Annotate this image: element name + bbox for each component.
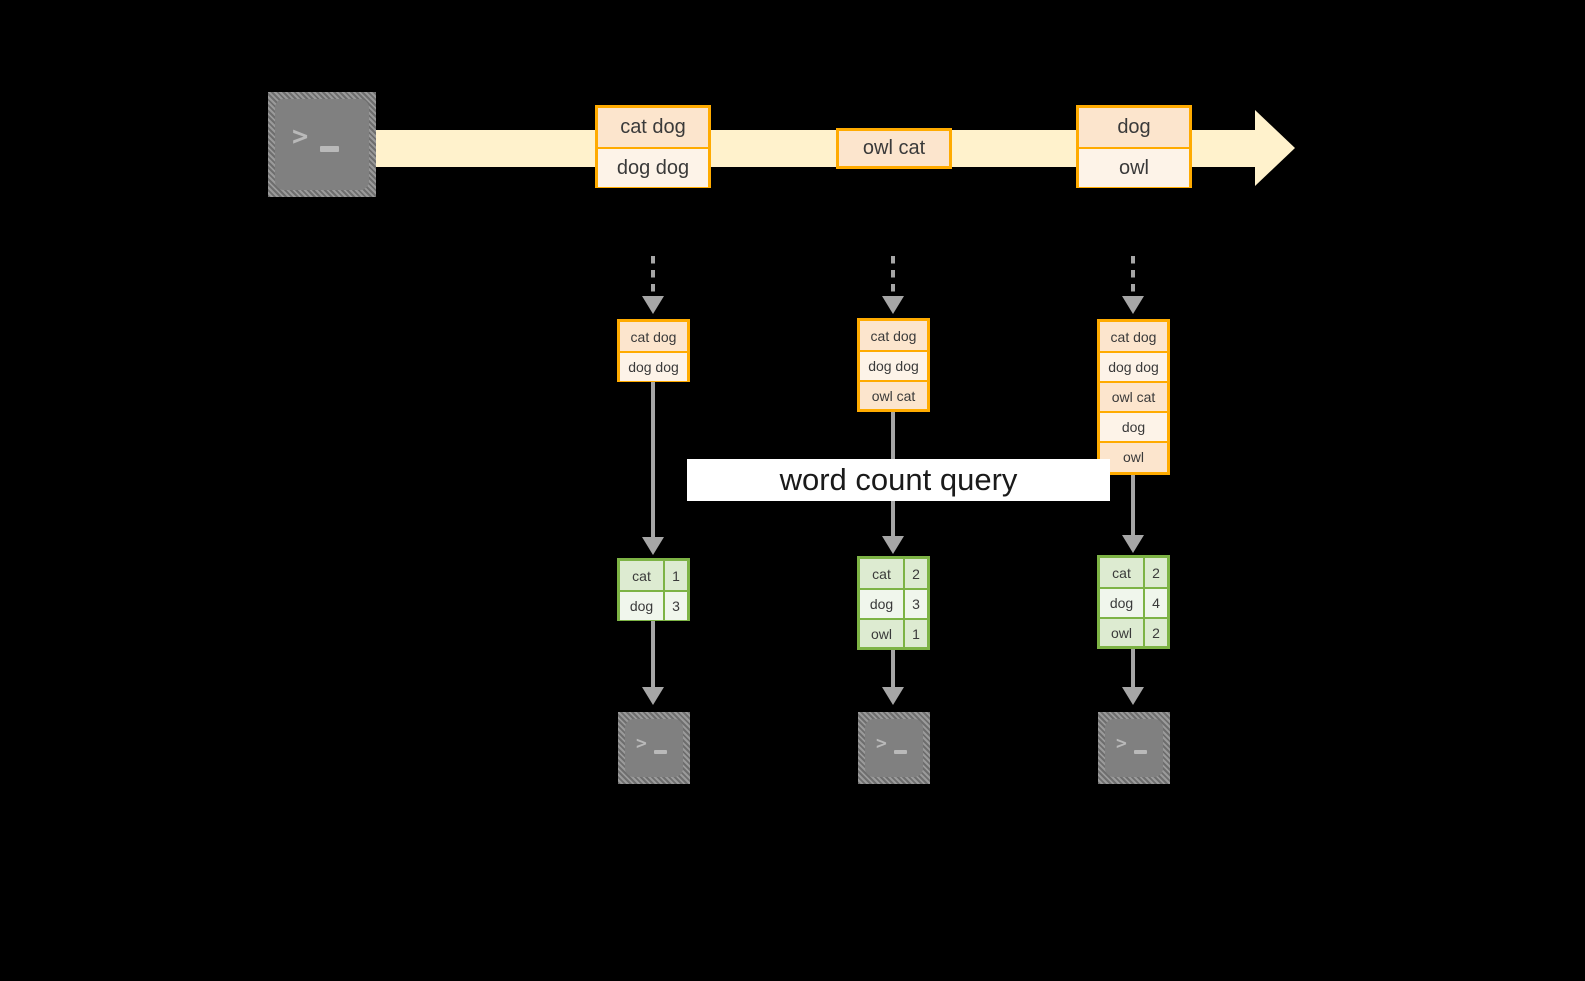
terminal-prompt-glyph: > <box>636 733 647 754</box>
result-word: dog <box>620 592 665 620</box>
snapshot-line: dog dog <box>1100 351 1167 381</box>
terminal-prompt-glyph: > <box>1116 733 1127 754</box>
result-word: dog <box>1100 589 1145 617</box>
result-row: dog 4 <box>1100 587 1167 617</box>
query-arrowhead-3 <box>1122 535 1144 553</box>
query-line-3 <box>1131 475 1135 535</box>
snapshot-box-1[interactable]: cat dog dog dog <box>617 319 690 382</box>
stream-event-line: owl <box>1079 147 1189 187</box>
snapshot-trigger-arrowhead-2 <box>882 296 904 314</box>
snapshot-box-3[interactable]: cat dog dog dog owl cat dog owl <box>1097 319 1170 475</box>
result-count: 4 <box>1145 589 1167 617</box>
snapshot-line: cat dog <box>620 322 687 351</box>
source-terminal-icon[interactable]: > <box>268 92 376 197</box>
sink-arrowhead-2 <box>882 687 904 705</box>
result-table-1[interactable]: cat 1 dog 3 <box>617 558 690 621</box>
stream-event-3[interactable]: dog owl <box>1076 105 1192 188</box>
snapshot-line: dog <box>1100 411 1167 441</box>
result-count: 1 <box>665 561 687 590</box>
snapshot-box-2[interactable]: cat dog dog dog owl cat <box>857 318 930 412</box>
result-count: 2 <box>1145 558 1167 587</box>
sink-terminal-icon-3[interactable]: > <box>1098 712 1170 784</box>
result-row: cat 2 <box>860 559 927 588</box>
snapshot-trigger-arrowhead-3 <box>1122 296 1144 314</box>
terminal-screen: > <box>865 719 923 777</box>
result-count: 2 <box>1145 619 1167 646</box>
result-row: dog 3 <box>860 588 927 618</box>
sink-arrowhead-3 <box>1122 687 1144 705</box>
terminal-prompt-glyph: > <box>292 121 309 152</box>
terminal-prompt-glyph: > <box>876 733 887 754</box>
stream-event-line: cat dog <box>598 108 708 147</box>
snapshot-trigger-arrowhead-1 <box>642 296 664 314</box>
sink-terminal-icon-1[interactable]: > <box>618 712 690 784</box>
snapshot-line: owl <box>1100 441 1167 470</box>
sink-arrowhead-1 <box>642 687 664 705</box>
stream-event-1[interactable]: cat dog dog dog <box>595 105 711 188</box>
query-line-1 <box>651 382 655 537</box>
result-count: 3 <box>665 592 687 620</box>
sink-line-3 <box>1131 649 1135 687</box>
result-row: dog 3 <box>620 590 687 620</box>
result-word: owl <box>1100 619 1145 646</box>
terminal-screen: > <box>275 99 369 190</box>
snapshot-line: cat dog <box>860 321 927 350</box>
query-arrowhead-1 <box>642 537 664 555</box>
result-count: 3 <box>905 590 927 618</box>
result-row: owl 1 <box>860 618 927 647</box>
query-label-band: word count query <box>687 459 1110 501</box>
terminal-cursor-glyph <box>320 146 339 152</box>
sink-terminal-icon-2[interactable]: > <box>858 712 930 784</box>
result-word: cat <box>860 559 905 588</box>
sink-line-1 <box>651 621 655 687</box>
terminal-cursor-glyph <box>1134 750 1147 754</box>
result-word: owl <box>860 620 905 647</box>
terminal-screen: > <box>625 719 683 777</box>
terminal-screen: > <box>1105 719 1163 777</box>
result-row: cat 1 <box>620 561 687 590</box>
terminal-cursor-glyph <box>654 750 667 754</box>
sink-line-2 <box>891 650 895 687</box>
snapshot-trigger-line-1 <box>651 256 655 296</box>
stream-event-2[interactable]: owl cat <box>836 128 952 169</box>
result-word: dog <box>860 590 905 618</box>
query-arrowhead-2 <box>882 536 904 554</box>
snapshot-trigger-line-3 <box>1131 256 1135 296</box>
result-word: cat <box>620 561 665 590</box>
stream-event-line: owl cat <box>839 131 949 166</box>
result-table-3[interactable]: cat 2 dog 4 owl 2 <box>1097 555 1170 649</box>
result-word: cat <box>1100 558 1145 587</box>
snapshot-line: owl cat <box>860 380 927 409</box>
stream-arrowhead <box>1255 110 1295 186</box>
snapshot-line: cat dog <box>1100 322 1167 351</box>
snapshot-line: owl cat <box>1100 381 1167 411</box>
stream-event-line: dog <box>1079 108 1189 147</box>
query-label-text: word count query <box>779 462 1018 497</box>
snapshot-line: dog dog <box>860 350 927 380</box>
result-count: 1 <box>905 620 927 647</box>
result-table-2[interactable]: cat 2 dog 3 owl 1 <box>857 556 930 650</box>
result-count: 2 <box>905 559 927 588</box>
stream-event-line: dog dog <box>598 147 708 187</box>
terminal-cursor-glyph <box>894 750 907 754</box>
snapshot-trigger-line-2 <box>891 256 895 296</box>
result-row: cat 2 <box>1100 558 1167 587</box>
result-row: owl 2 <box>1100 617 1167 646</box>
snapshot-line: dog dog <box>620 351 687 381</box>
